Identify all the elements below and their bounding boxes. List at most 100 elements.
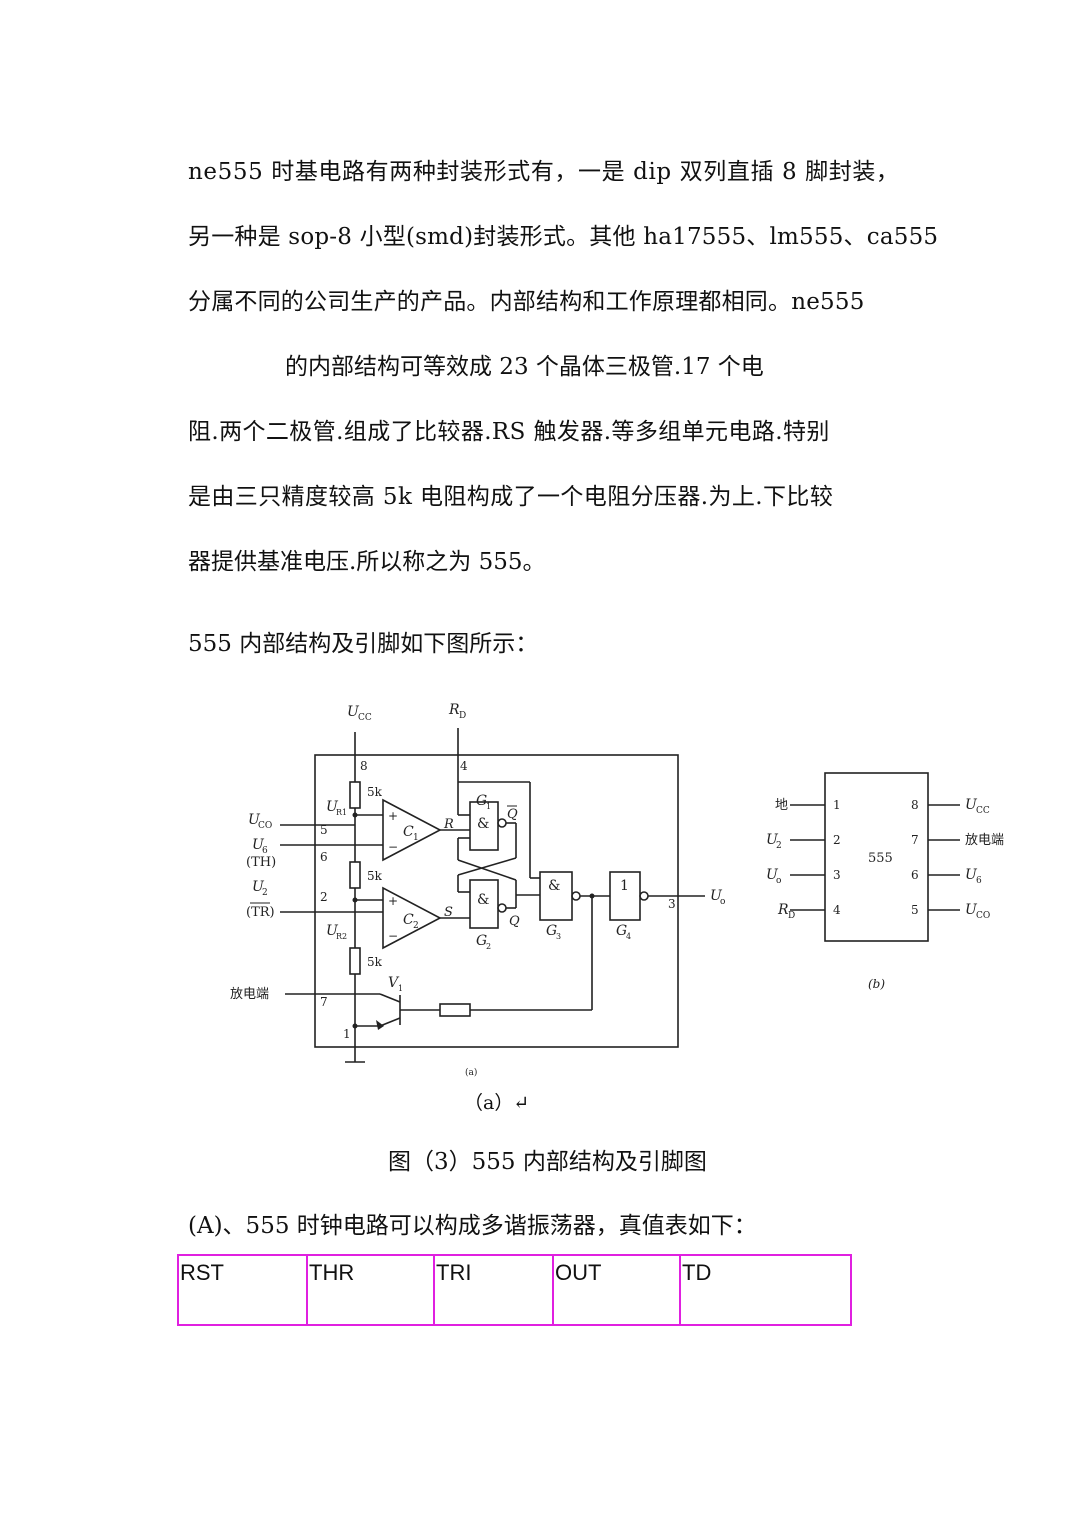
g1-label: G [476,793,487,809]
pin-2: 2 [320,890,328,904]
th-label: (TH) [246,855,276,870]
g3-label: G [546,923,557,939]
c2-minus: − [388,929,398,943]
pin2-name: U [766,832,779,848]
ur1-label: U [326,799,339,815]
rd-label: R [448,702,460,718]
c1-plus: + [388,809,398,823]
pin5-name: U [965,902,978,918]
section-a-heading: (A)、555 时钟电路可以构成多谐振荡器，真值表如下： [188,1213,757,1239]
comparator-c2 [382,886,442,950]
pin6-sub: 6 [976,876,982,886]
b-pin-6: 6 [911,868,919,882]
g4-one-symbol: 1 [620,878,629,894]
c1-sub: 1 [413,833,419,843]
paragraph-line-3: 分属不同的公司生产的产品。内部结构和工作原理都相同。ne555 [188,289,865,315]
figure-a-sublabel: (a) [465,1067,477,1078]
c2-label: C [403,912,414,928]
resistor-2 [349,861,361,889]
pin1-name: 地 [775,798,788,813]
c1-label: C [403,824,414,840]
b-pin-8: 8 [911,798,919,812]
gate-g2 [469,879,499,929]
discharge-label: 放电端 [230,987,269,1002]
u6-sub: 6 [262,846,268,856]
uco-label: U [248,812,261,828]
pin5-sub: CO [976,911,990,921]
pin4-sub: D [788,911,795,921]
resistor-1-label: 5k [367,785,383,799]
pin-3: 3 [668,897,676,911]
ucc-sub: CC [358,713,372,723]
g2-label: G [476,933,487,949]
pin-1: 1 [343,1027,351,1041]
tr-label: (TR) [246,905,275,920]
c2-plus: + [388,894,398,908]
q-bar-label: Q [507,807,518,822]
c2-sub: 2 [413,921,419,931]
g2-sub: 2 [486,942,491,951]
q-label: Q [509,914,520,929]
pin4-name: R [777,902,789,918]
pin2-sub: 2 [776,841,782,851]
g3-and-symbol: & [548,878,560,894]
figure-title: 图（3）555 内部结构及引脚图 [388,1149,707,1175]
pin7-name: 放电端 [965,833,1004,848]
figure-a-caption: （a）↵ [464,1092,530,1114]
g2-and-symbol: & [477,892,489,908]
pin8-sub: CC [976,806,990,816]
base-resistor [439,1003,471,1017]
b-pin-7: 7 [911,833,919,847]
r-input-label: R [443,817,454,832]
b-pin-3: 3 [833,868,841,882]
pin-7: 7 [320,995,328,1009]
chip-label: 555 [868,851,893,866]
pin-4: 4 [460,759,468,773]
paragraph-line-1: ne555 时基电路有两种封装形式有，一是 dip 双列直插 8 脚封装， [188,159,900,185]
header-thr: THR [306,1254,435,1326]
truth-table: RST THR TRI OUT TD [177,1254,852,1326]
g1-sub: 1 [486,802,491,811]
c1-minus: − [388,840,398,854]
u2-sub: 2 [262,888,268,898]
truth-table-header-row: RST THR TRI OUT TD [177,1254,852,1326]
uo-label: U [710,888,723,904]
ur2-sub: R2 [336,932,347,941]
paragraph-line-4: 的内部结构可等效成 23 个晶体三极管.17 个电 [285,354,764,380]
intro-line: 555 内部结构及引脚如下图所示： [188,631,539,657]
ur2-label: U [326,923,339,939]
uco-sub: CO [258,821,272,831]
header-tri: TRI [433,1254,554,1326]
pin6-name: U [965,867,978,883]
b-pin-2: 2 [833,833,841,847]
rd-sub: D [459,711,466,721]
pin3-sub: o [776,876,781,886]
header-rst: RST [177,1254,308,1326]
resistor-2-label: 5k [367,869,383,883]
ur1-sub: R1 [336,808,347,817]
ucc-label: U [347,704,360,720]
pin-5: 5 [320,823,328,837]
g4-sub: 4 [626,932,631,941]
paragraph-line-7: 器提供基准电压.所以称之为 555。 [188,549,546,575]
chip-555-package [824,772,929,942]
paragraph-line-2: 另一种是 sop-8 小型(smd)封装形式。其他 ha17555、lm555、… [188,224,939,250]
paragraph-line-6: 是由三只精度较高 5k 电阻构成了一个电阻分压器.为上.下比较 [188,484,834,510]
ic-boundary-box [314,754,679,1048]
u2-label: U [252,879,265,895]
g4-label: G [616,923,627,939]
paragraph-line-5: 阻.两个二极管.组成了比较器.RS 触发器.等多组单元电路.特别 [188,419,830,445]
b-pin-5: 5 [911,903,919,917]
comparator-c1 [382,798,442,862]
b-pin-1: 1 [833,798,841,812]
pin3-name: U [766,867,779,883]
u6-label: U [252,837,265,853]
header-out: OUT [552,1254,681,1326]
pin8-name: U [965,797,978,813]
g3-sub: 3 [556,932,561,941]
circuit-diagram: U CC R D 8 4 5k 5k 5k U R1 U R2 U CO U 6… [230,702,1004,1078]
b-pin-4: 4 [833,903,841,917]
resistor-3 [349,947,361,975]
resistor-3-label: 5k [367,955,383,969]
gate-g1 [469,801,499,851]
